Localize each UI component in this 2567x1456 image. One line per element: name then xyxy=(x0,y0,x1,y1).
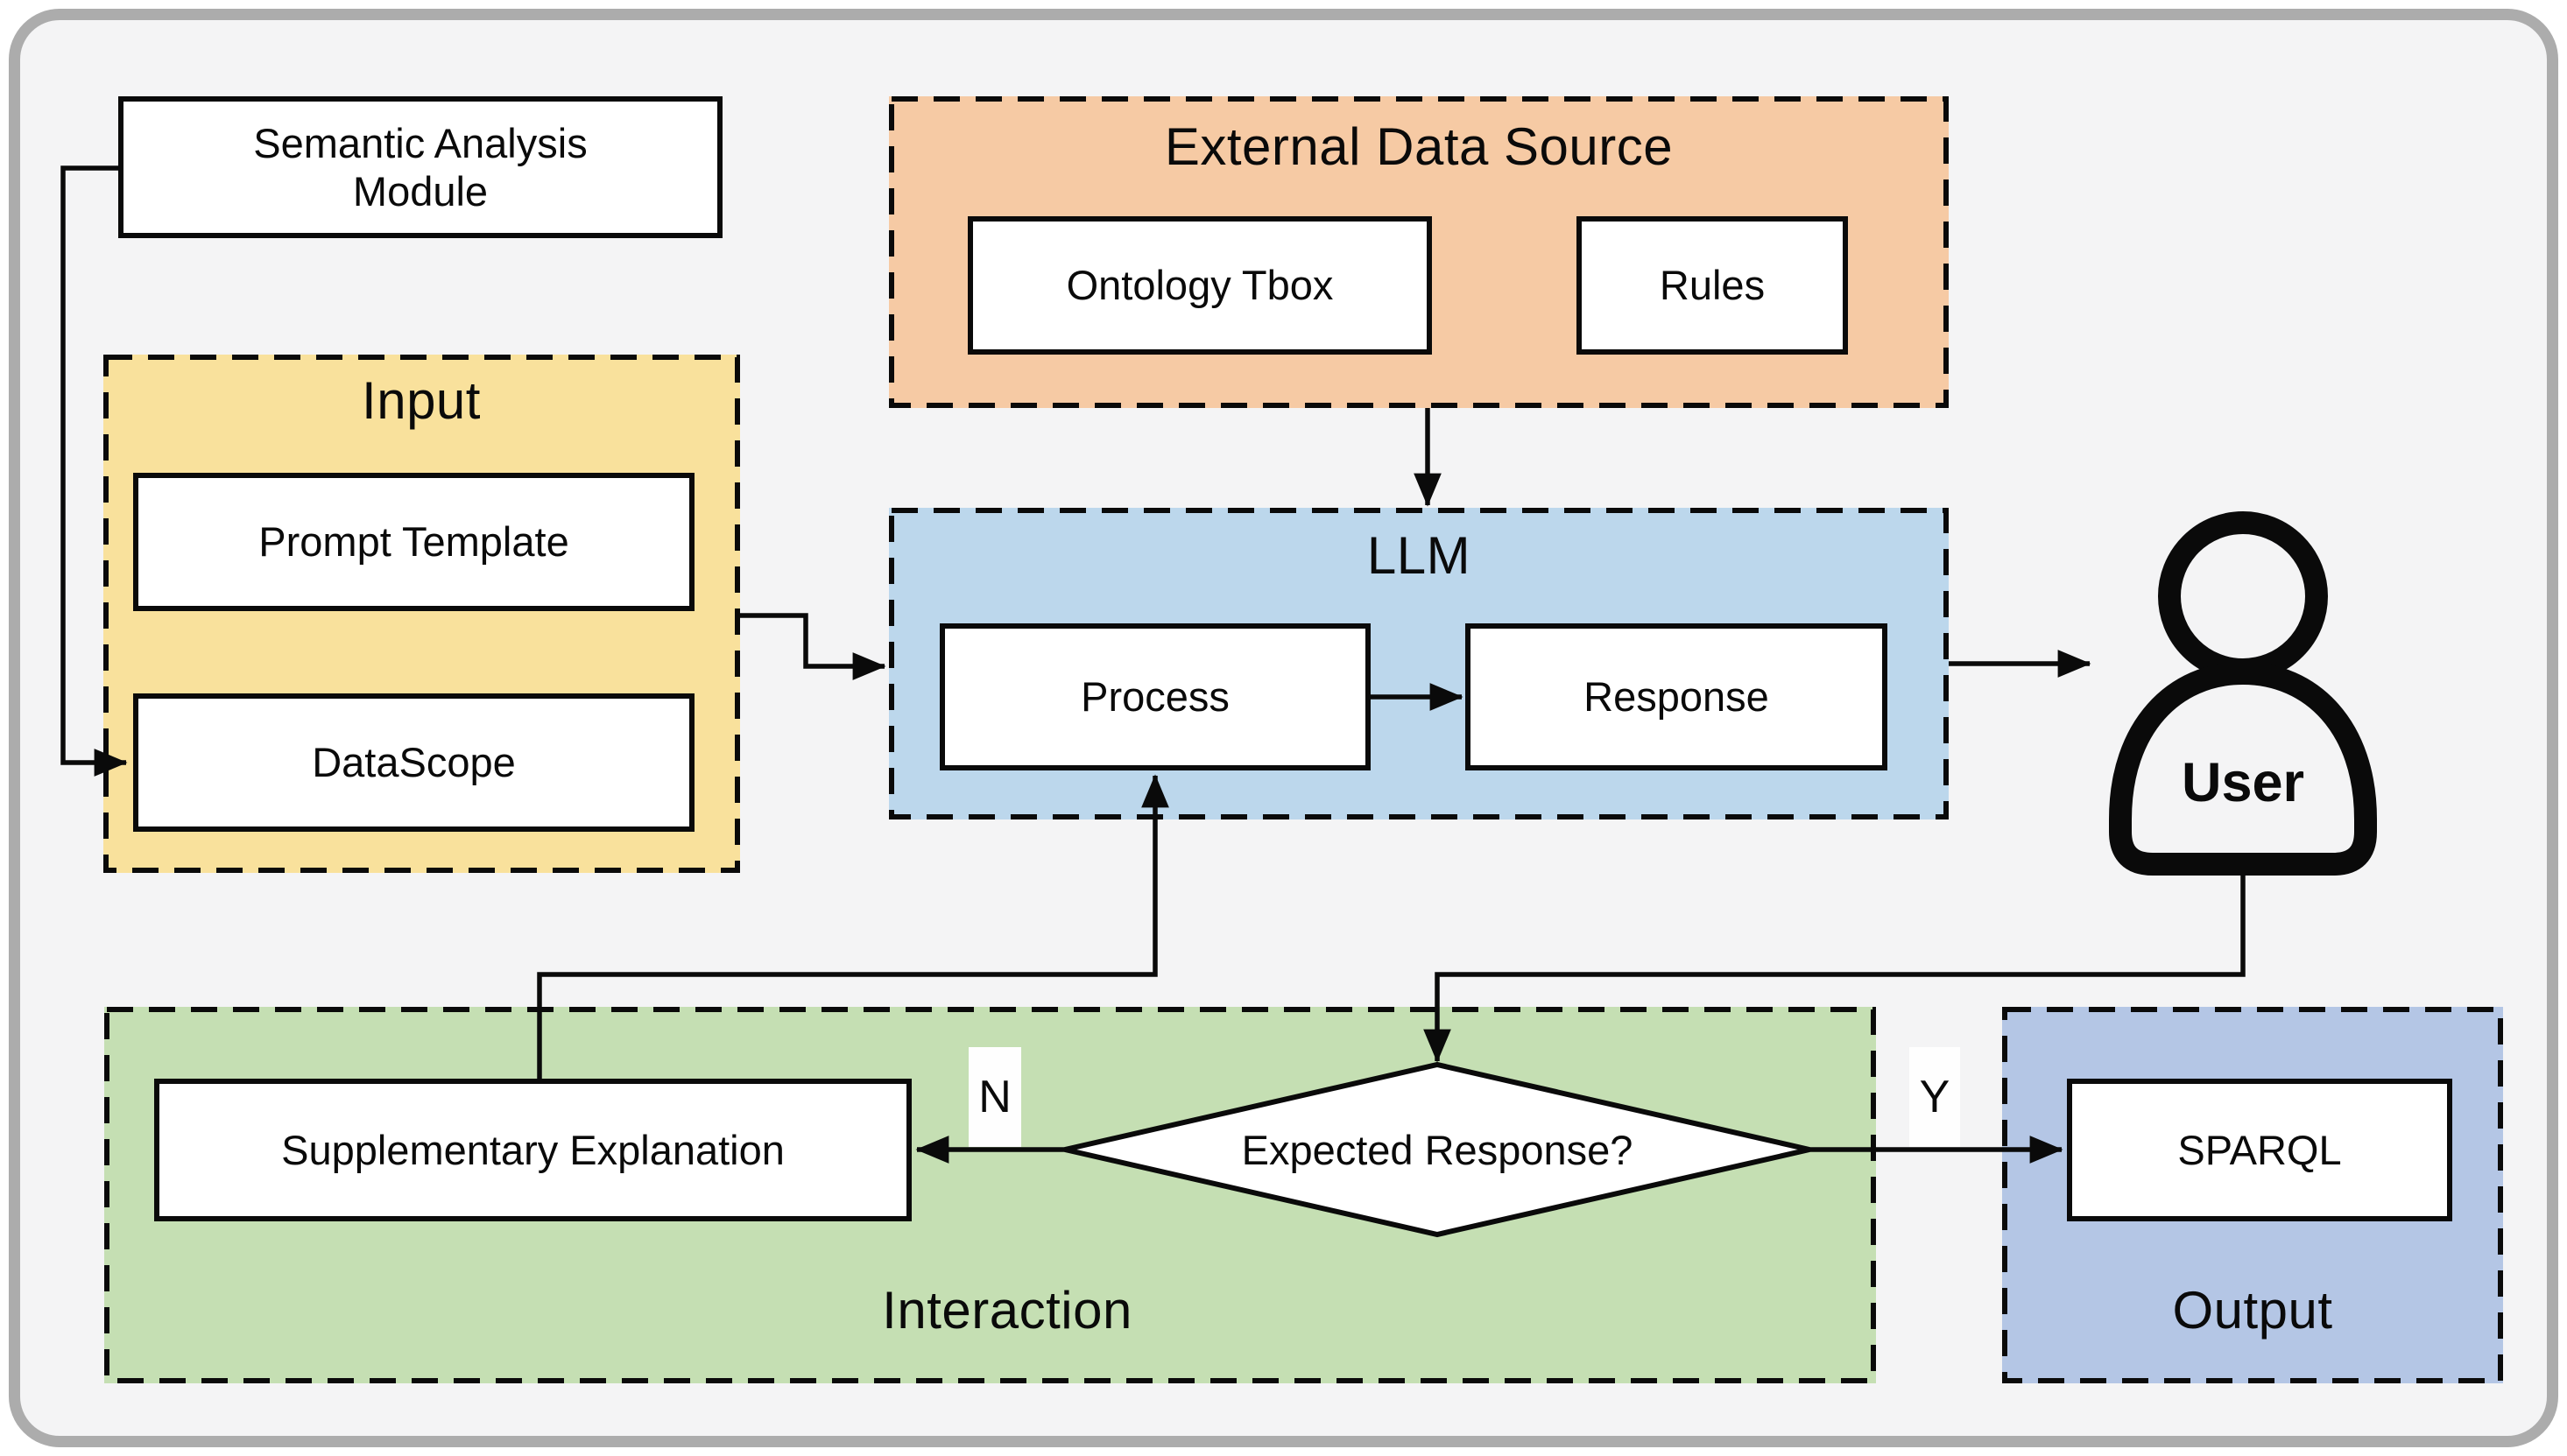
response-label: Response xyxy=(1583,673,1769,721)
external-data-source-group-label: External Data Source xyxy=(1164,117,1674,176)
process-label: Process xyxy=(1081,673,1230,721)
rules-label: Rules xyxy=(1659,262,1766,309)
ontology-tbox-label: Ontology Tbox xyxy=(1066,262,1334,309)
output-group-label: Output xyxy=(2172,1281,2333,1340)
response-box: Response xyxy=(1465,623,1887,770)
input-group-label: Input xyxy=(362,371,481,430)
user-label: User xyxy=(2181,752,2305,813)
prompt-template-box: Prompt Template xyxy=(133,473,695,611)
decision-label: Expected Response? xyxy=(1241,1126,1633,1173)
edge-label-n: N xyxy=(969,1047,1021,1147)
edge-label-y: Y xyxy=(1909,1047,1960,1147)
semantic-analysis-module-box: Semantic Analysis Module xyxy=(118,96,723,238)
sparql-label: SPARQL xyxy=(2177,1126,2342,1173)
interaction-group-label: Interaction xyxy=(882,1281,1132,1340)
llm-group-label: LLM xyxy=(1366,526,1471,585)
ontology-tbox-box: Ontology Tbox xyxy=(968,216,1432,355)
semantic-analysis-module-label: Semantic Analysis Module xyxy=(253,119,588,215)
process-box: Process xyxy=(940,623,1371,770)
prompt-template-label: Prompt Template xyxy=(258,518,569,566)
rules-box: Rules xyxy=(1576,216,1848,355)
sparql-box: SPARQL xyxy=(2067,1079,2452,1221)
datascope-box: DataScope xyxy=(133,693,695,832)
supplementary-explanation-box: Supplementary Explanation xyxy=(154,1079,912,1221)
datascope-label: DataScope xyxy=(312,739,516,786)
supplementary-explanation-label: Supplementary Explanation xyxy=(281,1126,785,1173)
